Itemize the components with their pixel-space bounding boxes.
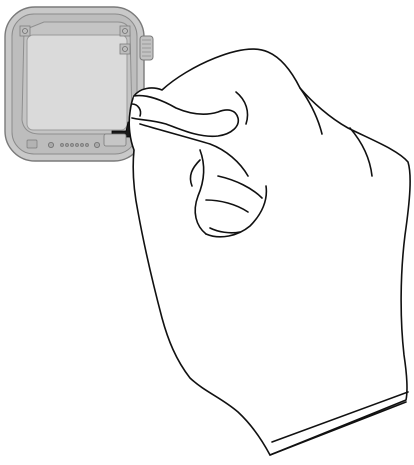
corner-screw-icon	[20, 26, 30, 36]
gloved-hand	[129, 49, 410, 455]
bottom-left-pin-icon	[48, 142, 53, 147]
bottom-right-pin-icon	[94, 142, 99, 147]
watch-case-screen-area	[27, 35, 127, 130]
corner-screw-icon	[120, 26, 130, 36]
corner-screw-icon	[120, 44, 130, 54]
bottom-left-slot	[27, 140, 37, 148]
battery-connector-bracket	[104, 134, 126, 146]
